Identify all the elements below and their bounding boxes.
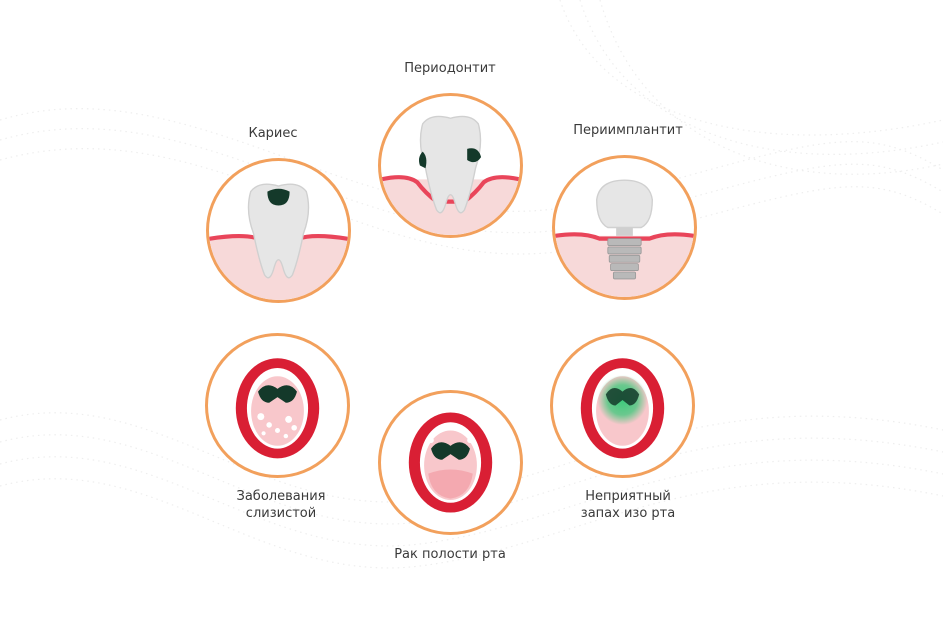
label-periimplantitis: Периимплантит (573, 123, 683, 138)
circle-periimplantitis (552, 155, 697, 300)
implant-icon (555, 179, 694, 297)
label-caries: Кариес (248, 126, 298, 141)
label-bad-breath: Неприятный запах изо рта (580, 489, 676, 521)
label-oral-cancer: Рак полости рта (394, 547, 506, 562)
circle-mucosa (205, 333, 350, 478)
tooth-periodontitis-icon (381, 115, 520, 235)
label-periodontitis: Периодонтит (404, 61, 496, 76)
mouth-mucosa-icon (235, 358, 320, 459)
circle-caries (206, 158, 351, 303)
label-mucosa: Заболевания слизистой (236, 489, 326, 521)
circle-oral-cancer (378, 390, 523, 535)
tooth-caries-icon (209, 183, 348, 300)
mouth-bad-breath-icon (580, 358, 665, 459)
mouth-cancer-icon (408, 412, 493, 513)
circle-periodontitis (378, 93, 523, 238)
circle-bad-breath (550, 333, 695, 478)
